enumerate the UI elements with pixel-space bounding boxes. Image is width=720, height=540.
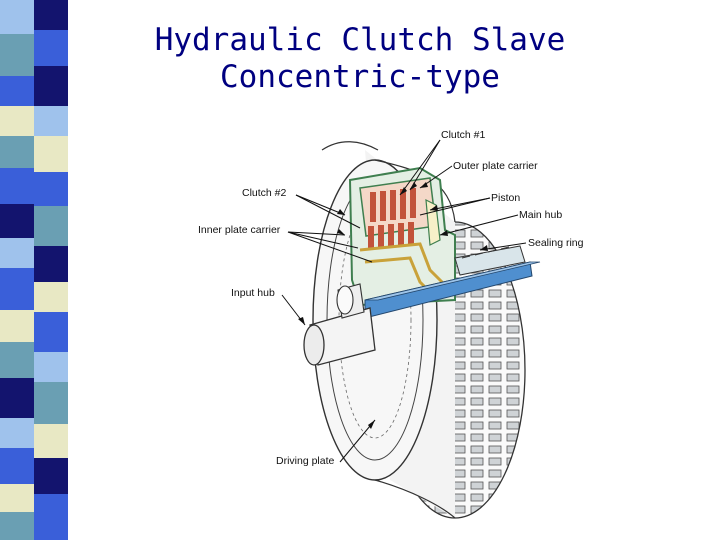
label-clutch1: Clutch #1 — [441, 129, 486, 141]
label-piston: Piston — [491, 192, 520, 204]
label-sealing-ring: Sealing ring — [528, 237, 584, 249]
label-driving-plate: Driving plate — [276, 455, 335, 467]
label-input-hub: Input hub — [231, 287, 275, 299]
label-inner-plate-carrier: Inner plate carrier — [198, 224, 281, 236]
label-main-hub: Main hub — [519, 209, 562, 221]
label-outer-plate-carrier: Outer plate carrier — [453, 160, 538, 172]
label-clutch2: Clutch #2 — [242, 187, 287, 199]
